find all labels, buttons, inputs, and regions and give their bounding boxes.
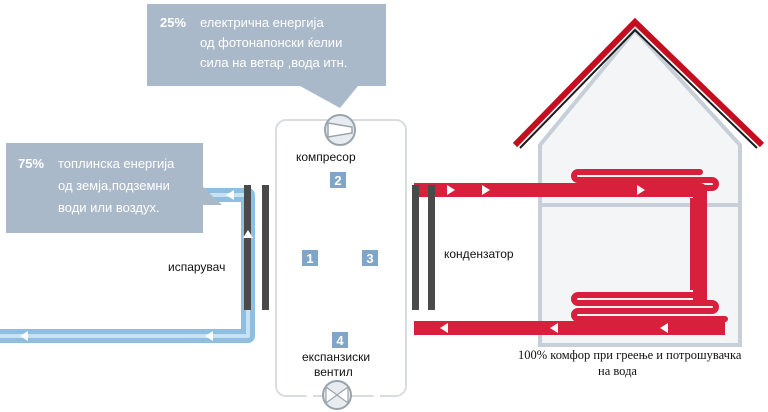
heating-coil-lower [571, 292, 728, 322]
arrow-down-right-2 [393, 190, 403, 198]
callout-heat-line3: води или воздух. [58, 200, 160, 215]
comfort-label-2: на вода [598, 364, 637, 378]
arrow-src-left-2 [205, 331, 213, 341]
condenser-label: кондензатор [444, 247, 514, 261]
arrow-left-bottom-2 [372, 390, 380, 400]
arrow-right-heat-1 [447, 185, 455, 195]
arrow-left-return-1 [440, 323, 448, 333]
callout-electricity-line1: електрична енергија [200, 15, 324, 30]
step-box-1 [302, 250, 318, 266]
arrow-down-right-4 [393, 330, 403, 338]
evaporator-plate-inner [262, 185, 269, 310]
step-2-label: 2 [334, 173, 341, 188]
expansion-valve-icon [322, 380, 352, 410]
callout-heat-percent: 75% [18, 156, 44, 171]
arrow-down-right-3 [393, 260, 403, 268]
compressor-label: компресор [296, 150, 356, 164]
step-1-label: 1 [306, 251, 313, 266]
callout-heat-source: 75% топлинска енергија од земја,подземни… [6, 143, 222, 233]
callout-electricity-line3: сила на ветар ,вода итн. [200, 55, 347, 70]
arrow-up-left-2 [279, 215, 289, 223]
arrow-up-left-3 [279, 270, 289, 278]
step-box-2 [330, 172, 346, 188]
heating-coil-upper [571, 169, 719, 191]
comfort-label-1: 100% комфор при греење и потрошувачка [518, 348, 742, 362]
house-roof-edge [519, 28, 758, 149]
arrow-right-top [364, 125, 372, 135]
callout-electricity: 25% електрична енергија од фотонапонски … [147, 4, 386, 108]
callout-electricity-line2: од фотонапонски ќелии [200, 35, 342, 50]
arrow-right-heat-2 [482, 185, 490, 195]
arrow-up-left-4 [279, 340, 289, 348]
arrow-src-left-1 [20, 331, 28, 341]
evaporator-plate-outer [244, 185, 251, 310]
arrow-left-return-3 [660, 323, 668, 333]
arrow-up-left-1 [279, 160, 289, 168]
step-3-label: 3 [366, 251, 373, 266]
compressor-icon [324, 114, 356, 146]
arrow-right-heat-3 [637, 185, 645, 195]
arrow-left-return-2 [550, 323, 558, 333]
expansion-valve-label-1: експанзиски [302, 350, 370, 364]
step-4-label: 4 [336, 333, 344, 348]
step-markers: 2 1 3 4 [302, 172, 378, 348]
arrow-src-2 [226, 190, 234, 200]
condenser-plate-inner [412, 185, 419, 310]
step-box-4 [332, 332, 348, 348]
callout-heat-line1: топлинска енергија [58, 156, 175, 171]
callout-heat-line2: од земја,подземни [58, 178, 170, 193]
arrow-down-right-1 [393, 160, 403, 168]
expansion-valve-label-2: вентил [314, 365, 353, 379]
house-roof [512, 17, 765, 148]
arrow-src-up [243, 230, 253, 238]
step-box-3 [362, 250, 378, 266]
arrow-left-bottom-1 [305, 390, 313, 400]
condenser-plate-outer [428, 185, 435, 310]
flow-arrows [20, 125, 668, 400]
evaporator-label: испарувач [168, 260, 225, 274]
callout-electricity-percent: 25% [160, 15, 186, 30]
